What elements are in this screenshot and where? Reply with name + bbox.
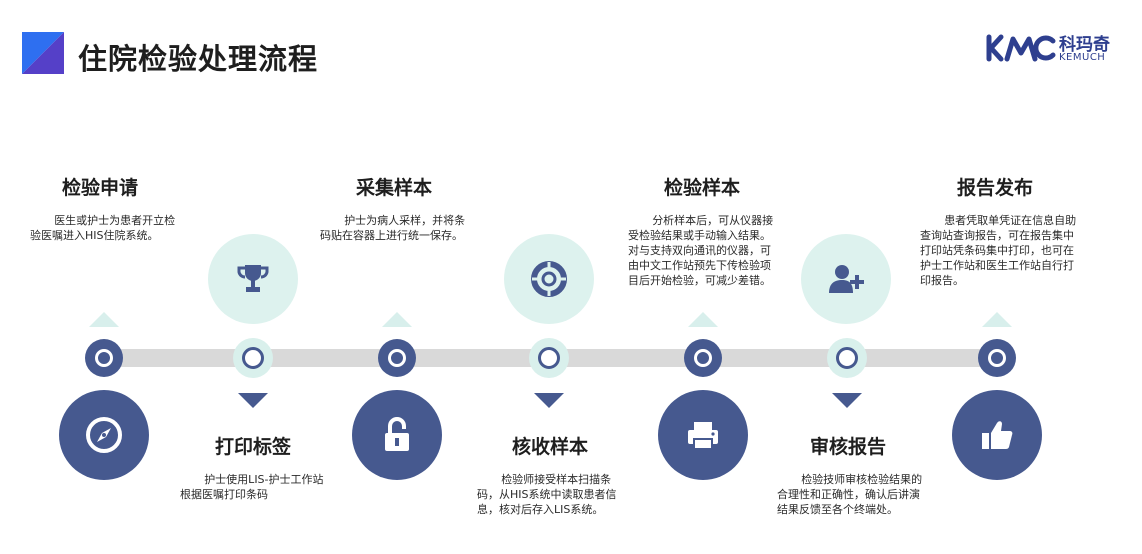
step-1-title: 检验申请 — [62, 177, 139, 199]
step-5-desc: 分析样本后，可从仪器接受检验结果或手动输入结果。对与支持双向通讯的仪器，可由中文… — [628, 214, 774, 287]
step-4-icon-circle — [504, 234, 594, 324]
step-7-node — [978, 339, 1016, 377]
trophy-icon — [237, 265, 269, 292]
step-4-pointer — [534, 393, 564, 408]
step-4-desc: 检验师接受样本扫描条码，从HIS系统中读取患者信息，核对后存入LIS系统。 — [477, 473, 617, 516]
step-5-icon-circle — [658, 390, 748, 480]
step-6-node — [827, 338, 867, 378]
header-logo-icon — [22, 32, 64, 74]
brand-name-cn: 科玛奇 — [1059, 35, 1110, 55]
step-7-title: 报告发布 — [957, 177, 1034, 199]
step-4-title: 核收样本 — [512, 436, 589, 458]
step-7-pointer — [982, 312, 1012, 327]
brand-logo: 科玛奇 KEMUCH — [985, 31, 1125, 71]
step-7-desc: 患者凭取单凭证在信息自助查询站查询报告，可在报告集中打印站凭条码集中打印，也可在… — [920, 214, 1077, 287]
step-1-pointer — [89, 312, 119, 327]
step-3-desc: 护士为病人采样，并将条码贴在容器上进行统一保存。 — [320, 214, 466, 242]
step-3-pointer — [382, 312, 412, 327]
compass-icon — [86, 417, 122, 453]
step-7-icon-circle — [952, 390, 1042, 480]
step-2-pointer — [238, 393, 268, 408]
printer-icon — [688, 422, 718, 450]
step-2-icon-circle — [208, 234, 298, 324]
step-2-title: 打印标签 — [215, 436, 292, 458]
step-3-icon-circle — [352, 390, 442, 480]
step-1-node — [85, 339, 123, 377]
lifebuoy-icon — [531, 261, 567, 297]
step-6-pointer — [832, 393, 862, 408]
brand-name-en: KEMUCH — [1059, 52, 1106, 63]
step-2-node — [233, 338, 273, 378]
step-2-desc: 护士使用LIS-护士工作站根据医嘱打印条码 — [180, 473, 324, 501]
step-3-title: 采集样本 — [356, 177, 433, 199]
step-5-title: 检验样本 — [664, 177, 741, 199]
step-6-icon-circle — [801, 234, 891, 324]
step-3-node — [378, 339, 416, 377]
step-1-icon-circle — [59, 390, 149, 480]
lock-icon — [385, 417, 409, 451]
thumbs-up-icon — [982, 421, 1013, 449]
step-6-title: 审核报告 — [810, 436, 887, 458]
step-5-node — [684, 339, 722, 377]
step-1-desc: 医生或护士为患者开立检验医嘱进入HIS住院系统。 — [30, 214, 176, 242]
step-6-desc: 检验技师审核检验结果的合理性和正确性，确认后讲演结果反馈至各个终端处。 — [777, 473, 923, 516]
step-5-pointer — [688, 312, 718, 327]
add-user-icon — [829, 265, 864, 293]
kmc-logo-icon — [986, 34, 1056, 62]
page-title: 住院检验处理流程 — [78, 42, 319, 76]
step-4-node — [529, 338, 569, 378]
